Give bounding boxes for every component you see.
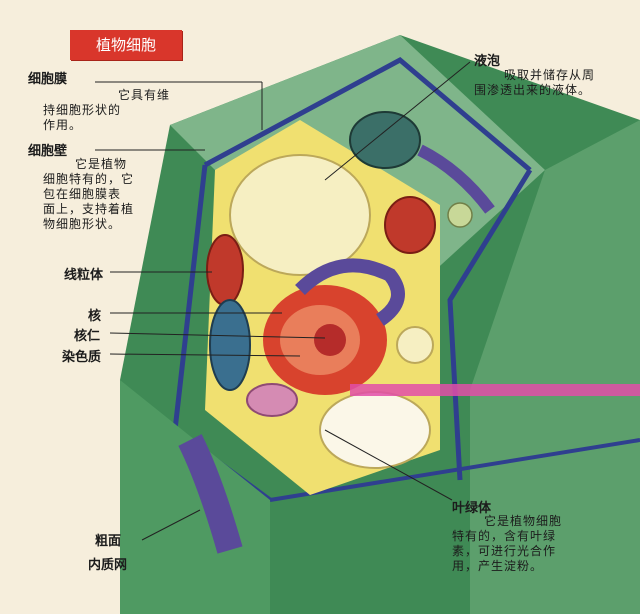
desc-cell-wall-line-1: 它是植物: [75, 157, 128, 171]
desc-chloroplast-line-2: 特有的，含有叶绿: [452, 529, 557, 543]
membrane-line-top: [203, 56, 532, 172]
desc-vacuole-line-2: 围渗透出来的液体。: [474, 83, 592, 97]
label-cell-wall: 细胞壁: [28, 144, 68, 159]
desc-cell-wall-line-4: 面上，支持着植: [43, 202, 135, 216]
vacuole-lower: [319, 391, 431, 469]
desc-cell-wall: 它是植物 细胞特有的，它 包在细胞膜表 面上，支持着植 物细胞形状。: [43, 157, 183, 232]
desc-chloroplast-line-1: 它是植物细胞: [484, 514, 563, 528]
vesicle-1: [447, 202, 473, 228]
leader-rough-er: [141, 509, 201, 541]
color-band: [350, 384, 640, 396]
label-mitochondria: 线粒体: [64, 268, 104, 283]
desc-chloroplast-line-4: 用，产生淀粉。: [452, 559, 544, 573]
desc-cell-membrane-line-1: 它具有维: [118, 88, 171, 102]
rough-er-2: [178, 434, 243, 554]
diagram-title: 植物细胞: [70, 30, 182, 60]
label-chloroplast: 叶绿体: [452, 501, 492, 516]
rough-er-1: [295, 258, 405, 326]
leader-chloroplast: [324, 429, 453, 501]
desc-cell-wall-line-2: 细胞特有的，它: [43, 172, 135, 186]
desc-vacuole: 吸取并储存从周 围渗透出来的液体。: [474, 68, 634, 98]
vesicle-2: [396, 326, 434, 364]
label-nucleus: 核: [88, 309, 102, 324]
cell-wall-right-face: [470, 120, 640, 614]
desc-cell-membrane-line-2: 持细胞形状的: [43, 103, 122, 117]
desc-chloroplast-line-3: 素，可进行光合作: [452, 544, 557, 558]
desc-cell-wall-line-5: 物细胞形状。: [43, 217, 122, 231]
cell-wall-front-face: [120, 380, 270, 614]
label-nucleolus: 核仁: [74, 329, 101, 344]
vacuole: [229, 154, 371, 276]
chloroplast-1: [349, 111, 421, 169]
label-rough-er-line-2: 内质网: [88, 558, 128, 573]
leader-nucleolus: [109, 332, 326, 339]
leader-chromatin: [109, 353, 301, 357]
label-cell-membrane: 细胞膜: [28, 72, 68, 87]
desc-vacuole-line-1: 吸取并储存从周: [504, 68, 596, 82]
golgi: [246, 383, 298, 417]
mitochondrion-2: [209, 299, 251, 391]
mitochondrion-1: [206, 234, 244, 306]
rough-er-3: [417, 144, 495, 214]
leader-vacuole: [324, 61, 471, 181]
membrane-line-right: [447, 168, 533, 481]
label-rough-er-line-1: 粗面: [95, 534, 122, 549]
desc-cell-membrane: 它具有维 持细胞形状的 作用。: [43, 88, 218, 133]
nucleolus: [314, 324, 346, 356]
desc-chloroplast: 它是植物细胞 特有的，含有叶绿 素，可进行光合作 用，产生淀粉。: [452, 514, 638, 574]
membrane-line-front: [269, 438, 640, 502]
desc-cell-wall-line-3: 包在细胞膜表: [43, 187, 122, 201]
label-vacuole: 液泡: [474, 54, 501, 69]
desc-cell-membrane-line-3: 作用。: [43, 118, 83, 132]
mitochondrion-3: [384, 196, 436, 254]
label-chromatin: 染色质: [62, 350, 102, 365]
